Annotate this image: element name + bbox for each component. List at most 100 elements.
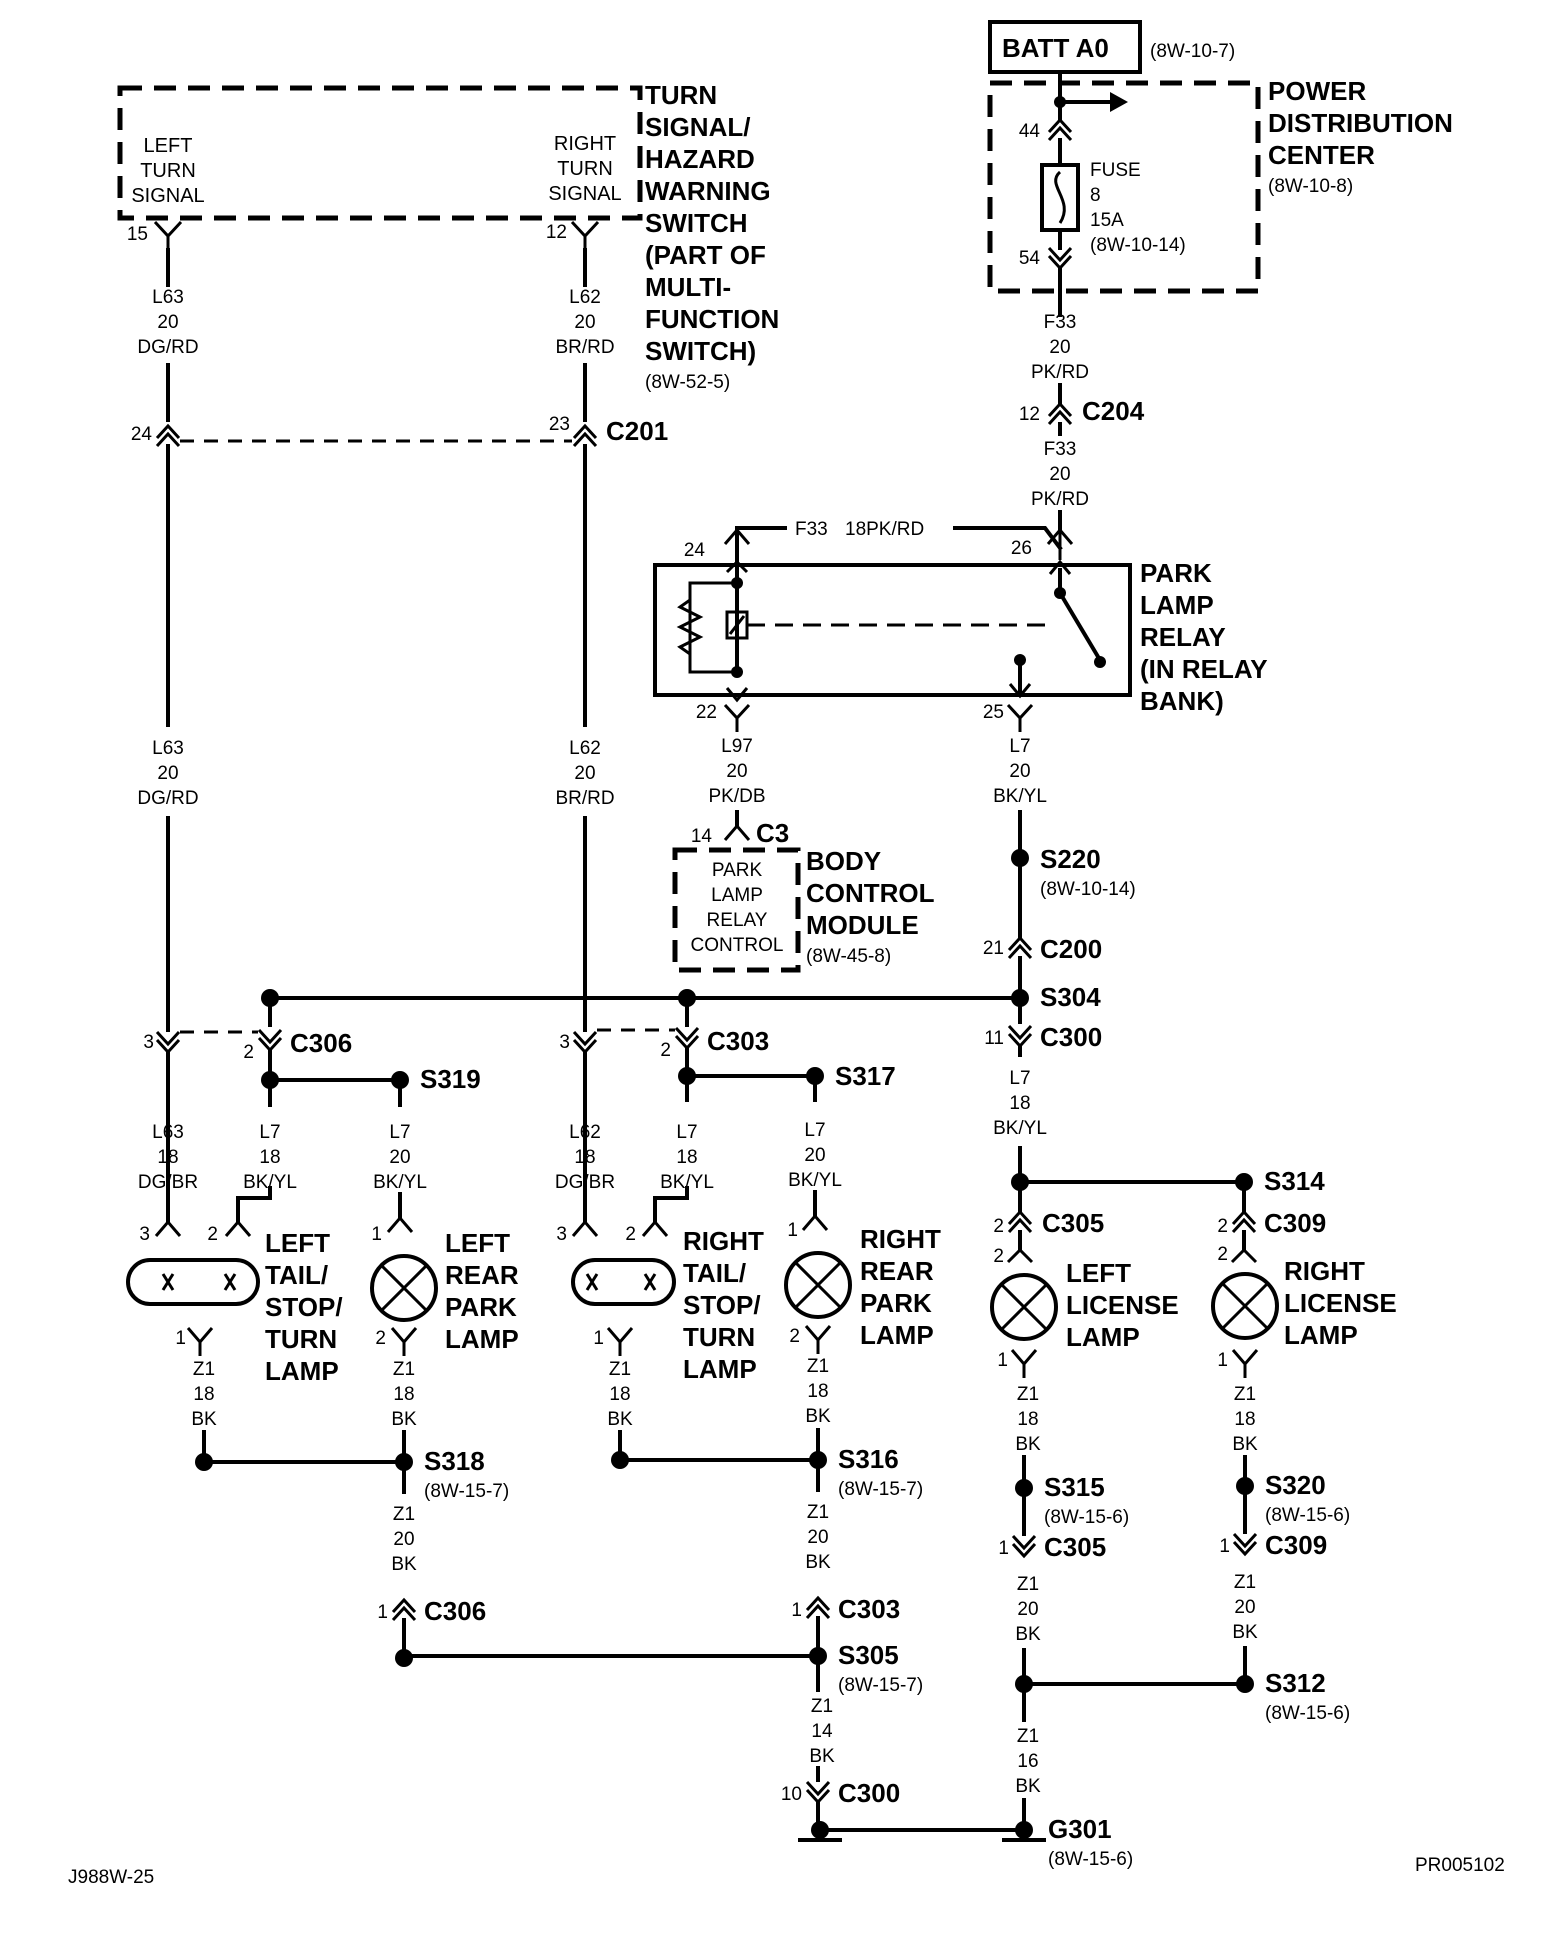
c201-right-pin: 23 (549, 414, 570, 435)
wire-l7-right-park-gauge: 20 (804, 1145, 825, 1166)
s312-ref: (8W-15-6) (1265, 1703, 1350, 1724)
wire-l62-top-code: L62 (569, 287, 601, 308)
g301-label: G301 (1048, 1814, 1112, 1844)
c201-label: C201 (606, 416, 668, 446)
left-turn-signal-label-1: LEFT (144, 135, 193, 157)
pdc-pin-44: 44 (1019, 121, 1041, 142)
wire-z1-s318-code: Z1 (393, 1504, 415, 1525)
wire-z1-s316: Z1 20 BK (805, 1502, 831, 1573)
right-rear-park-lamp: RIGHT REAR PARK LAMP (784, 1224, 941, 1350)
s312-label: S312 (1265, 1668, 1326, 1698)
turn-switch-name-6: (PART OF (645, 240, 766, 270)
relay-pin-24: 24 (684, 540, 706, 561)
wire-l63-top-code: L63 (152, 287, 184, 308)
bcm-ref: (8W-45-8) (806, 946, 891, 967)
right-license-pin-2: 2 (1217, 1244, 1228, 1265)
c300-top-pin: 11 (984, 1028, 1004, 1049)
connector-c204: 12 C204 (1019, 396, 1145, 426)
right-tail-name-5: LAMP (683, 1354, 757, 1384)
c309-bottom-label: C309 (1265, 1530, 1327, 1560)
s320-label: S320 (1265, 1470, 1326, 1500)
wire-z1-s305-code: Z1 (811, 1696, 833, 1717)
c309-bottom-pin: 1 (1219, 1536, 1230, 1557)
wire-l63-top-gauge: 20 (157, 312, 178, 333)
right-park-name-2: REAR (860, 1256, 934, 1286)
turn-switch-name-2: SIGNAL/ (645, 112, 750, 142)
drawing-number: PR005102 (1415, 1855, 1505, 1876)
wire-z1-s316-color: BK (805, 1552, 831, 1573)
left-turn-signal-label-3: SIGNAL (131, 185, 204, 207)
wire-z1-right-park: Z1 18 BK (805, 1356, 831, 1427)
figure-id: J988W-25 (68, 1867, 154, 1888)
wire-l7-c300: L7 18 BK/YL (993, 1068, 1047, 1139)
wire-z1-s305-gauge: 14 (811, 1721, 833, 1742)
power-distribution-center: 44 54 FUSE 8 15A (8W-10-14) POWER DISTRI… (987, 76, 1453, 317)
wire-l7-left-park-color: BK/YL (373, 1172, 427, 1193)
fuse-rating: 15A (1090, 210, 1124, 231)
c3-label: C3 (756, 818, 789, 848)
wire-z1-right-license-code: Z1 (1234, 1384, 1256, 1405)
wire-z1-c305: Z1 20 BK (1015, 1574, 1041, 1645)
bcm-name-3: MODULE (806, 910, 919, 940)
c309-top-label: C309 (1264, 1208, 1326, 1238)
wire-z1-c309: Z1 20 BK (1232, 1572, 1258, 1643)
pdc-ref: (8W-10-8) (1268, 176, 1353, 197)
right-tail-name-1: RIGHT (683, 1226, 764, 1256)
wire-f33-b-gauge: 20 (1049, 464, 1070, 485)
wire-l7-right-park-code: L7 (804, 1120, 825, 1141)
wire-l62-top-gauge: 20 (574, 312, 595, 333)
c305-top-pin: 2 (993, 1216, 1004, 1237)
left-tail-stop-turn-lamp: LEFT TAIL/ STOP/ TURN LAMP (126, 1228, 343, 1386)
ground-g301: G301 (8W-15-6) (1048, 1814, 1133, 1870)
bcm-inner-3: RELAY (707, 910, 768, 931)
s318-ref: (8W-15-7) (424, 1481, 509, 1502)
right-license-lamp: RIGHT LICENSE LAMP (1211, 1256, 1397, 1350)
wire-l7-left-tail-gauge: 18 (259, 1147, 280, 1168)
left-park-pin-2: 2 (375, 1328, 386, 1349)
wire-z1-s312-color: BK (1015, 1776, 1041, 1797)
c305-bottom-label: C305 (1044, 1532, 1106, 1562)
wire-z1-right-park-code: Z1 (807, 1356, 829, 1377)
left-license-name-2: LICENSE (1066, 1290, 1179, 1320)
turn-switch-name-7: MULTI- (645, 272, 731, 302)
fuse-label: FUSE (1090, 160, 1141, 181)
relay-name-1: PARK (1140, 558, 1212, 588)
batt-a0: BATT A0 (8W-10-7) (988, 20, 1235, 74)
wire-z1-s305-color: BK (809, 1746, 835, 1767)
wire-z1-s305: Z1 14 BK (809, 1696, 835, 1767)
bcm-name-1: BODY (806, 846, 881, 876)
wire-l63-mid-color: DG/RD (137, 788, 198, 809)
wire-z1-c305-gauge: 20 (1017, 1599, 1038, 1620)
left-license-name-1: LEFT (1066, 1258, 1131, 1288)
left-tail-pin-1: 1 (175, 1328, 186, 1349)
wire-f33-a-color: PK/RD (1031, 362, 1089, 383)
c306-bottom-pin: 1 (377, 1602, 388, 1623)
right-park-name-3: PARK (860, 1288, 932, 1318)
wire-f33-b-code: F33 (1044, 439, 1077, 460)
c305-bottom-pin: 1 (998, 1538, 1009, 1559)
wire-l7-left-tail: L7 18 BK/YL (243, 1122, 297, 1193)
wire-z1-c309-color: BK (1232, 1622, 1258, 1643)
wire-z1-c305-code: Z1 (1017, 1574, 1039, 1595)
wire-z1-s312-code: Z1 (1017, 1726, 1039, 1747)
s317-label: S317 (835, 1061, 896, 1091)
c306-bottom-label: C306 (424, 1596, 486, 1626)
turn-switch-name-1: TURN (645, 80, 717, 110)
relay-feed-color: 18PK/RD (845, 519, 924, 540)
left-tail-pin-3: 3 (139, 1224, 150, 1245)
left-tail-name-1: LEFT (265, 1228, 330, 1258)
wire-z1-s318: Z1 20 BK (391, 1504, 417, 1575)
wire-l7-c300-color: BK/YL (993, 1118, 1047, 1139)
wire-z1-left-park-code: Z1 (393, 1359, 415, 1380)
relay-name-5: BANK) (1140, 686, 1224, 716)
left-park-pin-1: 1 (371, 1224, 382, 1245)
wire-z1-right-license-gauge: 18 (1234, 1409, 1255, 1430)
g301-ref: (8W-15-6) (1048, 1849, 1133, 1870)
left-park-name-4: LAMP (445, 1324, 519, 1354)
left-license-lamp: LEFT LICENSE LAMP (990, 1258, 1179, 1352)
wire-z1-c309-code: Z1 (1234, 1572, 1256, 1593)
wire-f33-b-color: PK/RD (1031, 489, 1089, 510)
wire-z1-right-tail-gauge: 18 (609, 1384, 630, 1405)
c309-top-pin: 2 (1217, 1216, 1228, 1237)
pdc-name-2: DISTRIBUTION (1268, 108, 1453, 138)
